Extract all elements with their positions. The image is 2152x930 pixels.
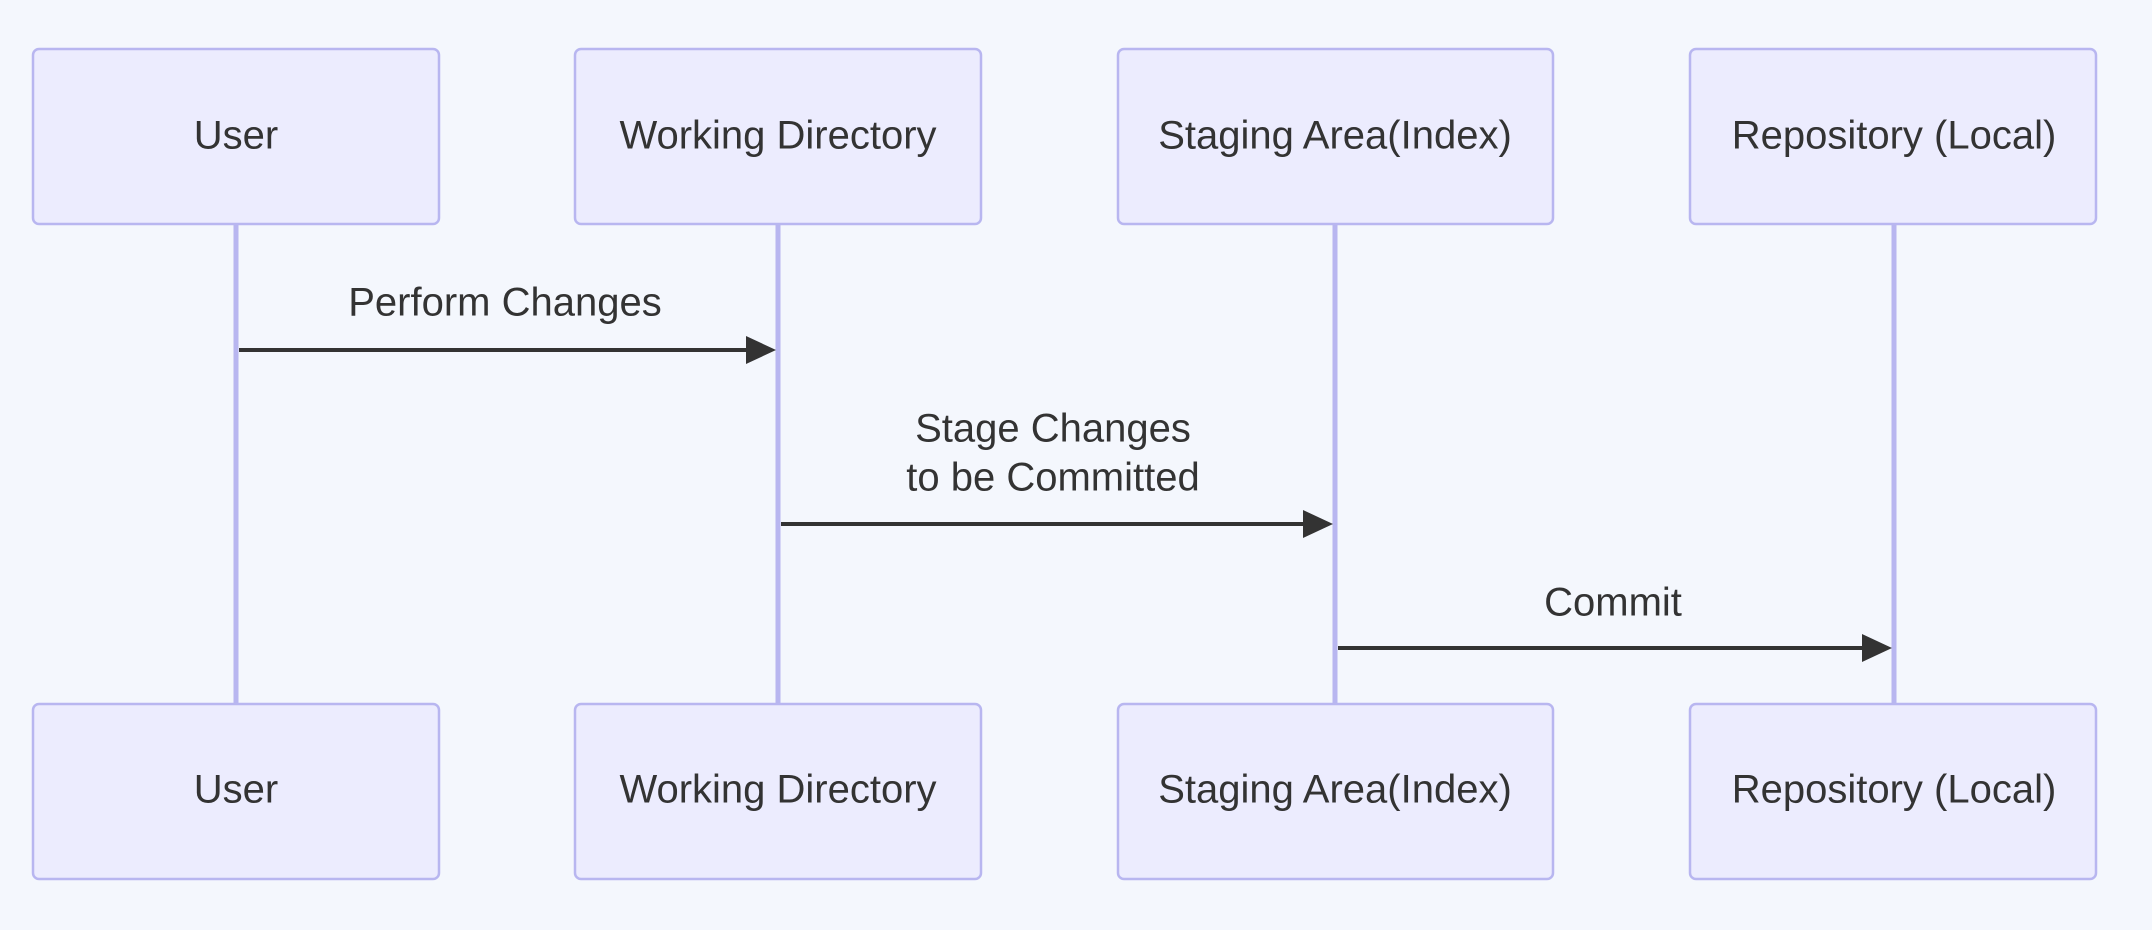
- message-label-line-1: Stage Changes: [915, 407, 1191, 451]
- actor-top-staging-area: Staging Area(Index): [1116, 47, 1555, 226]
- actor-label: User: [194, 114, 278, 158]
- actor-bottom-repository: Repository (Local): [1688, 702, 2098, 881]
- actor-top-working-directory: Working Directory: [573, 47, 983, 226]
- actor-bottom-staging-area: Staging Area(Index): [1116, 702, 1555, 881]
- message-label: Perform Changes: [348, 281, 661, 325]
- actor-label: Repository (Local): [1732, 114, 2057, 158]
- actor-label: Working Directory: [619, 114, 936, 158]
- arrow-head-icon: [746, 336, 776, 364]
- actor-top-repository: Repository (Local): [1688, 47, 2098, 226]
- actor-bottom-user: User: [31, 702, 441, 881]
- message-perform-changes: Perform Changes: [239, 281, 776, 364]
- actor-label: Staging Area(Index): [1158, 114, 1512, 158]
- actor-label: Working Directory: [619, 768, 936, 812]
- actor-label: Staging Area(Index): [1158, 768, 1512, 812]
- actor-top-user: User: [31, 47, 441, 226]
- message-stage-changes: Stage Changes to be Committed: [781, 407, 1333, 538]
- message-label: Commit: [1544, 581, 1682, 625]
- actor-label: Repository (Local): [1732, 768, 2057, 812]
- arrow-head-icon: [1303, 510, 1333, 538]
- arrow-head-icon: [1862, 634, 1892, 662]
- actor-bottom-working-directory: Working Directory: [573, 702, 983, 881]
- actor-label: User: [194, 768, 278, 812]
- message-label-line-2: to be Committed: [906, 456, 1199, 500]
- message-commit: Commit: [1338, 581, 1892, 662]
